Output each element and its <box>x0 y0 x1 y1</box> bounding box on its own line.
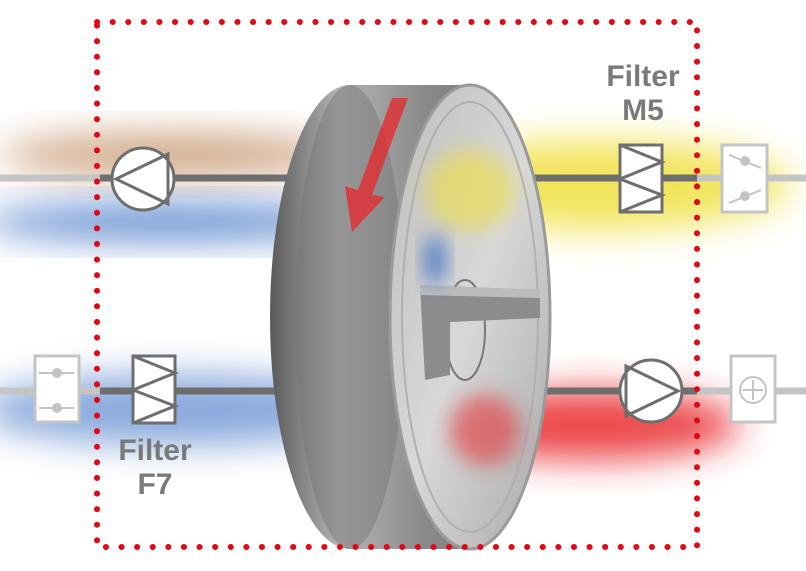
warm-exhaust-air <box>0 133 340 177</box>
fan-icon <box>618 358 684 424</box>
filter-icon <box>615 143 667 214</box>
filter-f7-line2: F7 <box>137 468 173 501</box>
cold-outdoor-air <box>0 204 360 240</box>
filter-f7-label: Filter F7 <box>100 434 210 502</box>
fan-icon <box>110 146 176 212</box>
rotation-arrow-icon <box>345 98 408 232</box>
rotary-wheel-icon <box>270 83 552 551</box>
heater-icon <box>729 354 777 424</box>
filter-f7-line1: Filter <box>118 434 192 467</box>
filter-icon <box>128 354 180 425</box>
filter-m5-line2: M5 <box>622 94 664 127</box>
damper-icon <box>720 143 769 214</box>
filter-m5-label: Filter M5 <box>588 60 698 128</box>
filter-m5-line1: Filter <box>606 60 680 93</box>
damper-icon <box>33 354 81 424</box>
